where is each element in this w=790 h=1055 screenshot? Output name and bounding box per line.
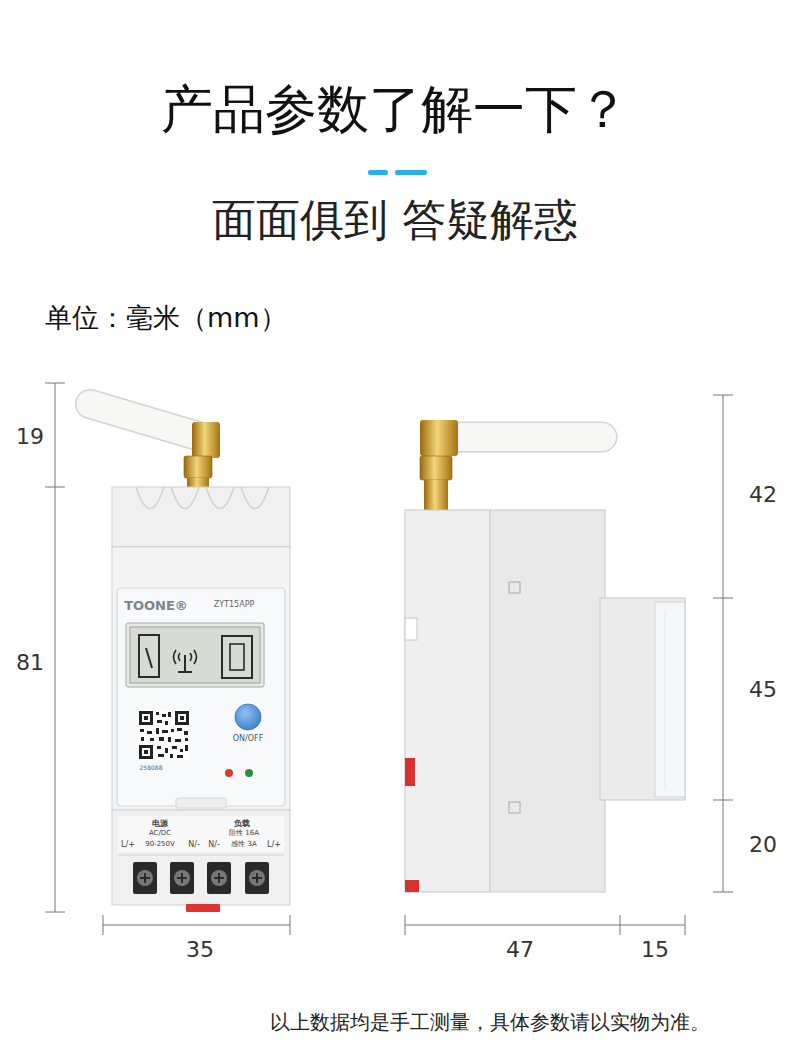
side-antenna	[420, 420, 602, 510]
unit-note: 单位：毫米（mm）	[45, 303, 287, 333]
terminal-label: AC/DC	[149, 830, 171, 838]
terminal-label: 负载	[234, 820, 250, 829]
brand-logo: TOONE®	[124, 599, 188, 613]
dimension-value: 42	[749, 483, 777, 507]
terminal-label: 感性 3A	[231, 841, 256, 849]
accent-dash	[368, 170, 388, 175]
terminal-label: 电源	[152, 820, 168, 829]
dimension-value: 47	[506, 938, 534, 962]
subtitle: 面面俱到 答疑解惑	[212, 196, 578, 244]
serial-number: 258088	[140, 765, 163, 772]
dimension-value: 15	[641, 938, 669, 962]
model-number: ZYT15APP	[214, 601, 255, 610]
front-housing	[112, 487, 290, 912]
terminal-label: N/-	[208, 841, 220, 850]
page-caption: 以上数据均是手工测量，具体参数请以实物为准。	[270, 1011, 710, 1033]
dimension-value: 35	[186, 938, 214, 962]
side-housing	[405, 510, 685, 892]
terminal-label: L/+	[121, 841, 135, 850]
terminal-label: N/-	[188, 841, 200, 850]
front-antenna	[90, 404, 220, 490]
terminal-label: 90-250V	[145, 841, 175, 849]
button-label: ON/OFF	[233, 735, 263, 744]
dimension-lines	[45, 383, 733, 935]
dimension-value: 45	[749, 678, 777, 702]
dimension-value: 19	[16, 425, 44, 449]
dimension-value: 20	[749, 833, 777, 857]
page-title: 产品参数了解一下？	[161, 81, 629, 138]
terminal-label: 阻性 16A	[229, 830, 259, 838]
dimension-value: 81	[16, 651, 44, 675]
terminal-label: L/+	[267, 841, 281, 850]
accent-dash	[395, 170, 427, 175]
